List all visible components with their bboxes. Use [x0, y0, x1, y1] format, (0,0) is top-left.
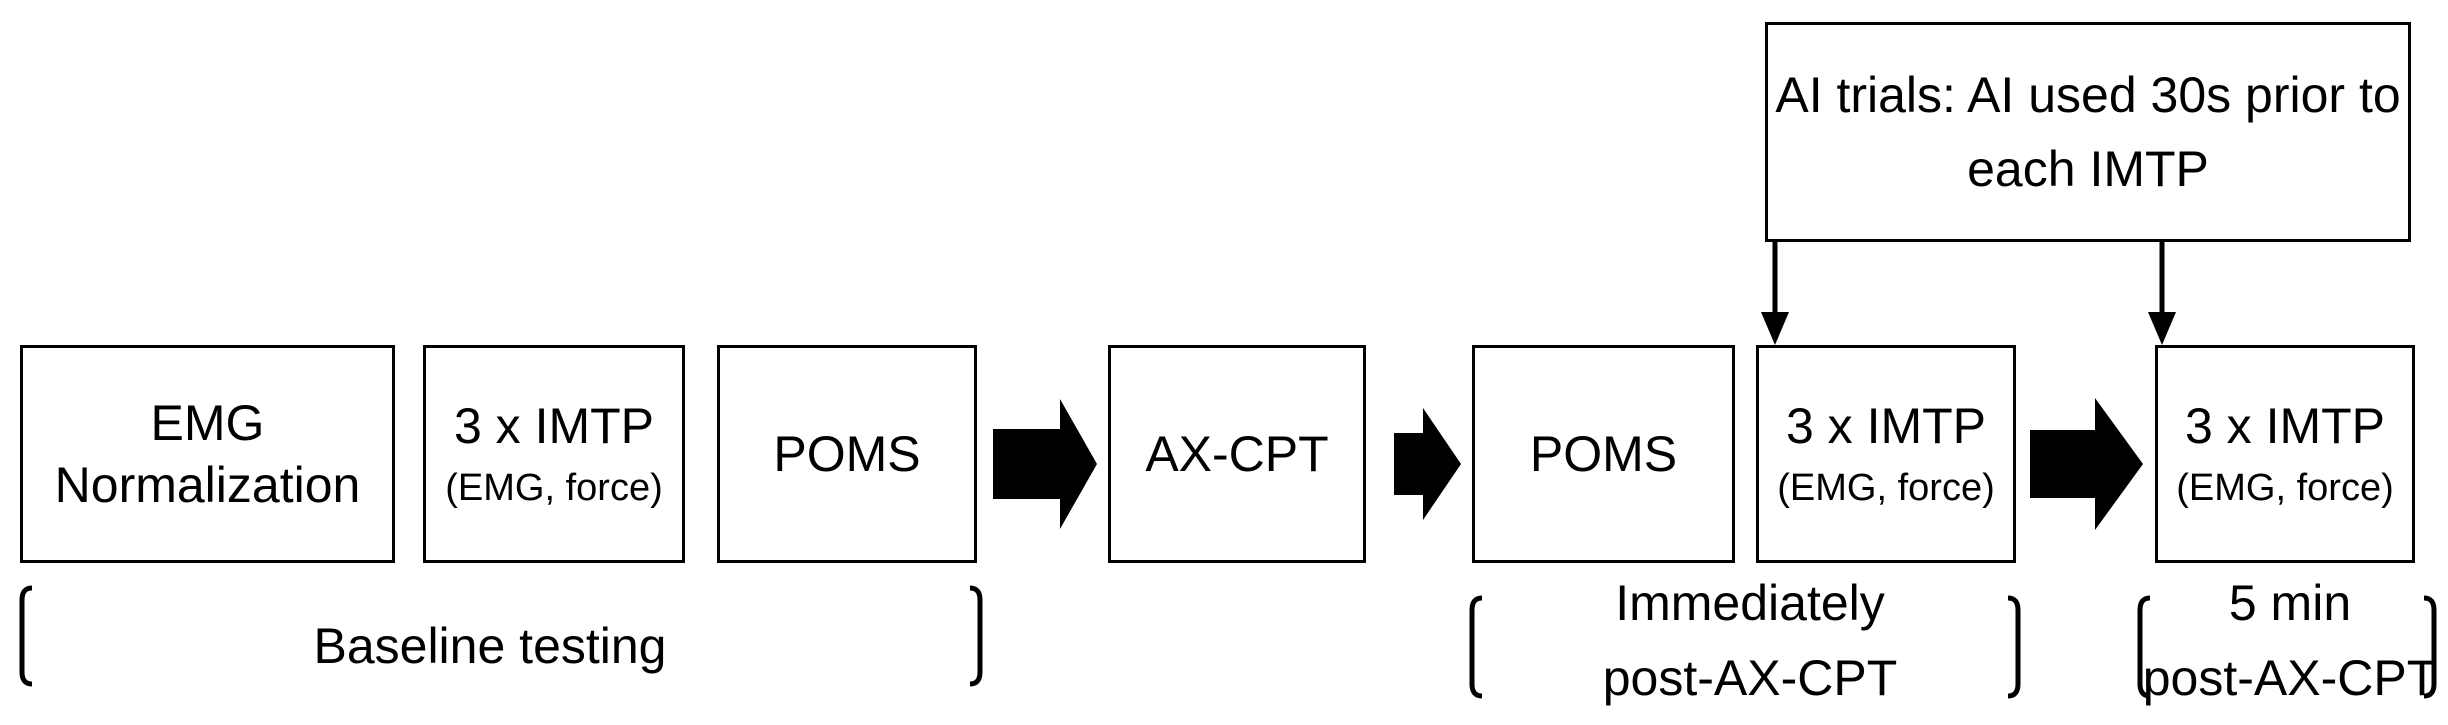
baseline-imtp-box: 3 x IMTP (EMG, force) [423, 345, 685, 563]
five-min-label-line2: post-AX-CPT [2142, 650, 2438, 706]
post-poms-title: POMS [1529, 425, 1678, 482]
baseline-poms-box: POMS [717, 345, 977, 563]
down-arrow-head-2 [2148, 312, 2176, 345]
five-min-imtp-title: 3 x IMTP [2184, 398, 2386, 455]
ai-trials-line2: each IMTP [1967, 141, 2209, 197]
down-arrow-head-1 [1761, 312, 1789, 345]
block-arrow-3 [2030, 398, 2143, 530]
baseline-poms-title: POMS [773, 425, 921, 482]
ai-trials-line1: AI trials: AI used 30s prior to [1775, 66, 2401, 123]
baseline-bracket-left [19, 585, 33, 687]
immediately-bracket-right [2007, 595, 2021, 699]
five-min-imtp-sub: (EMG, force) [2176, 466, 2394, 509]
five-min-label-line1: 5 min [2228, 575, 2352, 631]
emg-normalization-line1: EMG [150, 394, 265, 451]
post-imtp-box: 3 x IMTP (EMG, force) [1756, 345, 2016, 563]
ax-cpt-box: AX-CPT [1108, 345, 1366, 563]
immediately-bracket-left [1469, 595, 1483, 699]
baseline-imtp-sub: (EMG, force) [445, 466, 663, 509]
five-min-bracket-left [2137, 595, 2151, 699]
baseline-testing-label: Baseline testing [313, 618, 667, 674]
five-min-imtp-box: 3 x IMTP (EMG, force) [2155, 345, 2415, 563]
immediately-label-line2: post-AX-CPT [1602, 650, 1898, 706]
immediately-label-line1: Immediately [1615, 575, 1885, 631]
block-arrow-2 [1394, 408, 1461, 520]
baseline-imtp-title: 3 x IMTP [453, 398, 655, 455]
ax-cpt-title: AX-CPT [1145, 425, 1329, 482]
post-poms-box: POMS [1472, 345, 1735, 563]
post-imtp-title: 3 x IMTP [1785, 398, 1987, 455]
emg-normalization-line2: Normalization [54, 457, 361, 513]
post-imtp-sub: (EMG, force) [1777, 466, 1995, 509]
five-min-bracket-right [2423, 595, 2437, 699]
block-arrow-1 [993, 399, 1097, 529]
ai-trials-box: AI trials: AI used 30s prior to each IMT… [1765, 22, 2411, 242]
emg-normalization-box: EMG Normalization [20, 345, 395, 563]
baseline-bracket-right [969, 585, 983, 687]
